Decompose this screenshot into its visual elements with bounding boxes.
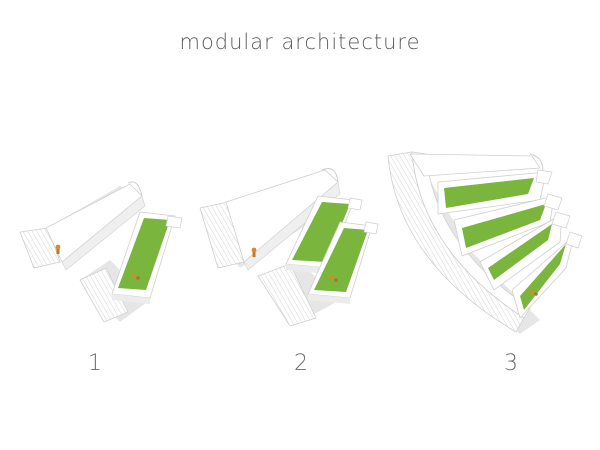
stage-1-figure: [55, 244, 61, 250]
stage-2-lower-stair: [257, 263, 317, 327]
stage-1-lower-stair: [79, 267, 129, 323]
stage-2-figure: [251, 247, 257, 253]
stage-3-figure: [530, 290, 534, 294]
stage-1-label: 1: [88, 351, 102, 376]
stage-2-model: [199, 168, 379, 327]
page-title: modular architecture: [179, 30, 421, 54]
stage-3-lawn-module-3: [488, 224, 552, 280]
stage-2-lawn-module-1: [292, 202, 350, 262]
stage-1-upper-ramp: [19, 227, 61, 269]
stage-2-label: 2: [294, 351, 308, 376]
stage-1-lawn-module: [118, 218, 170, 290]
stage-1-model: [19, 181, 183, 323]
stage-2-lawn-module-2: [314, 228, 368, 292]
stage-3-model: [387, 151, 583, 334]
stage-3-lawn-module-2: [462, 204, 546, 248]
stage-3-lawn-module-1: [444, 178, 534, 208]
stage-3-label: 3: [504, 351, 518, 376]
